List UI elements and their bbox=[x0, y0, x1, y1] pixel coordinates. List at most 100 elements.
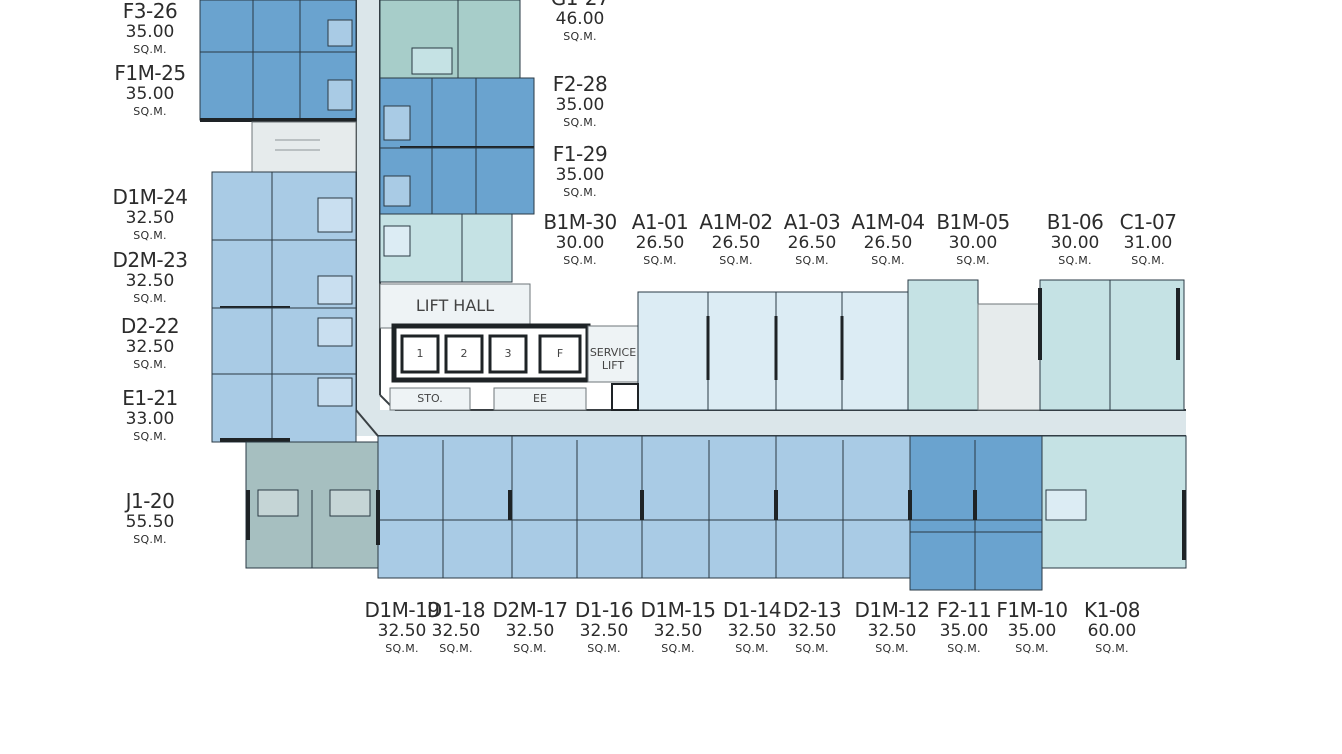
unit-area: 60.00 bbox=[1087, 621, 1137, 641]
unit-suffix: SQ.M. bbox=[735, 642, 769, 655]
unit-code: F2-11 bbox=[936, 598, 992, 622]
unit-code: D2-22 bbox=[120, 314, 180, 338]
unit-area: 33.00 bbox=[125, 409, 175, 429]
unit-suffix: SQ.M. bbox=[133, 43, 167, 56]
unit-area: 32.50 bbox=[727, 621, 777, 641]
unit-suffix: SQ.M. bbox=[1015, 642, 1049, 655]
unit-code: F3-26 bbox=[122, 0, 178, 23]
unit-code: A1-03 bbox=[783, 210, 841, 234]
unit-area: 30.00 bbox=[1050, 233, 1100, 253]
unit-area: 35.00 bbox=[125, 84, 175, 104]
south-row-units[interactable] bbox=[376, 435, 1187, 591]
unit-code: A1-01 bbox=[631, 210, 689, 234]
unit-code: D1-18 bbox=[426, 598, 486, 622]
unit-code: D2-13 bbox=[782, 598, 842, 622]
unit-area: 32.50 bbox=[377, 621, 427, 641]
lift-core bbox=[389, 323, 639, 411]
unit-area: 30.00 bbox=[555, 233, 605, 253]
unit-suffix: SQ.M. bbox=[439, 642, 473, 655]
unit-suffix: SQ.M. bbox=[587, 642, 621, 655]
unit-code: K1-08 bbox=[1083, 598, 1141, 622]
lift-2-label: 2 bbox=[460, 347, 468, 360]
unit-suffix: SQ.M. bbox=[719, 254, 753, 267]
unit-suffix: SQ.M. bbox=[563, 186, 597, 199]
unit-suffix: SQ.M. bbox=[875, 642, 909, 655]
unit-code: B1-06 bbox=[1046, 210, 1104, 234]
stair-west bbox=[251, 121, 357, 173]
service-lift-label: SERVICE LIFT bbox=[589, 346, 637, 372]
unit-code: D1M-19 bbox=[364, 598, 440, 622]
unit-area: 32.50 bbox=[579, 621, 629, 641]
unit-j1-20-room[interactable] bbox=[245, 441, 379, 569]
unit-code: E1-21 bbox=[122, 386, 178, 410]
unit-suffix: SQ.M. bbox=[513, 642, 547, 655]
unit-e1-21-room[interactable] bbox=[211, 373, 357, 443]
unit-b1m-30-room[interactable] bbox=[379, 213, 513, 283]
unit-suffix: SQ.M. bbox=[956, 254, 990, 267]
unit-code: D1M-24 bbox=[112, 185, 188, 209]
unit-area: 55.50 bbox=[125, 512, 175, 532]
unit-area: 26.50 bbox=[635, 233, 685, 253]
unit-suffix: SQ.M. bbox=[795, 642, 829, 655]
unit-area: 32.50 bbox=[431, 621, 481, 641]
unit-suffix: SQ.M. bbox=[133, 430, 167, 443]
unit-area: 32.50 bbox=[125, 337, 175, 357]
lift-f-label: F bbox=[556, 347, 564, 360]
unit-area: 35.00 bbox=[125, 22, 175, 42]
unit-f3-26-room[interactable] bbox=[199, 0, 357, 53]
unit-code: A1M-02 bbox=[699, 210, 773, 234]
unit-d2m-23-room[interactable] bbox=[211, 239, 357, 310]
unit-f1-29-room[interactable] bbox=[379, 147, 535, 215]
unit-suffix: SQ.M. bbox=[133, 292, 167, 305]
unit-g1-27-room[interactable] bbox=[379, 0, 521, 79]
unit-suffix: SQ.M. bbox=[795, 254, 829, 267]
east-row-units[interactable] bbox=[611, 279, 1185, 411]
unit-f1m-25-room[interactable] bbox=[199, 51, 357, 122]
unit-f2-28-room[interactable] bbox=[379, 77, 535, 150]
unit-code: F1M-10 bbox=[996, 598, 1068, 622]
unit-code: J1-20 bbox=[125, 489, 175, 513]
unit-suffix: SQ.M. bbox=[947, 642, 981, 655]
unit-suffix: SQ.M. bbox=[385, 642, 419, 655]
unit-code: D1M-15 bbox=[640, 598, 716, 622]
unit-code: A1M-04 bbox=[851, 210, 925, 234]
unit-code: B1M-30 bbox=[543, 210, 617, 234]
unit-suffix: SQ.M. bbox=[643, 254, 677, 267]
unit-area: 32.50 bbox=[125, 208, 175, 228]
unit-area: 26.50 bbox=[787, 233, 837, 253]
unit-suffix: SQ.M. bbox=[563, 254, 597, 267]
lift-hall-label: LIFT HALL bbox=[415, 296, 495, 315]
unit-area: 30.00 bbox=[948, 233, 998, 253]
unit-suffix: SQ.M. bbox=[133, 229, 167, 242]
unit-area: 32.50 bbox=[867, 621, 917, 641]
unit-area: 32.50 bbox=[125, 271, 175, 291]
unit-area: 46.00 bbox=[555, 9, 605, 29]
unit-d1m-24-room[interactable] bbox=[211, 171, 357, 241]
unit-code: B1M-05 bbox=[936, 210, 1010, 234]
unit-area: 35.00 bbox=[555, 95, 605, 115]
unit-d2-22-room[interactable] bbox=[211, 307, 357, 375]
ee-label: EE bbox=[533, 392, 547, 405]
